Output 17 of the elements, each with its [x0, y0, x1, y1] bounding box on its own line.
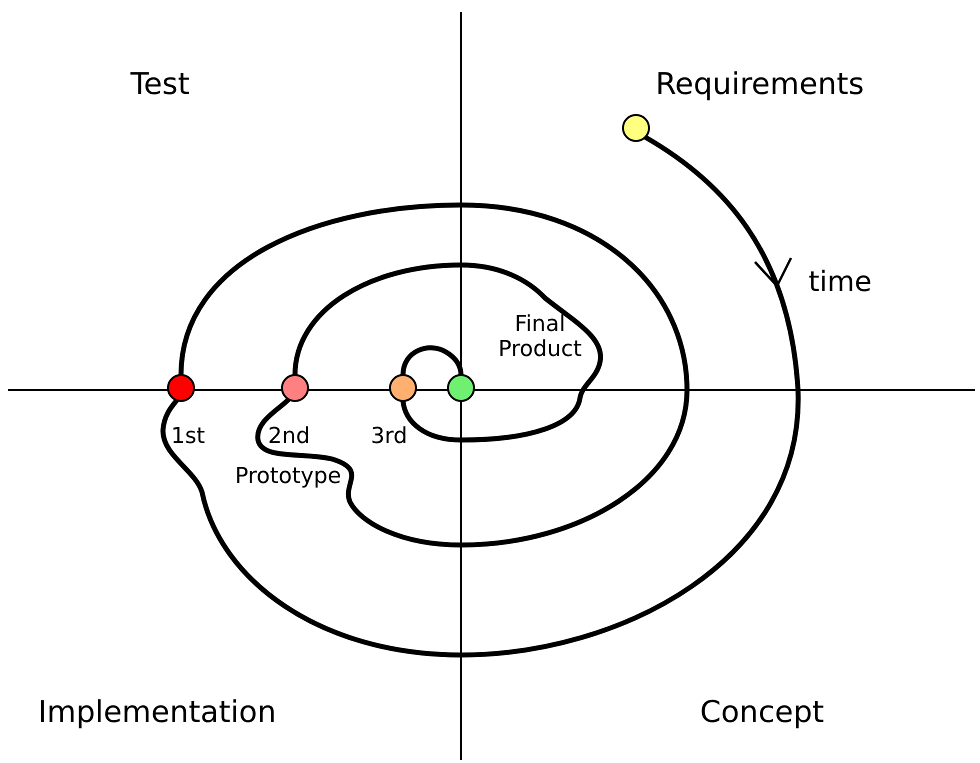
milestone-label: 2nd: [267, 424, 311, 450]
quadrant-label: Concept: [700, 696, 824, 730]
time-label: time: [808, 266, 872, 298]
milestone-label: Final Product: [497, 312, 583, 363]
milestone-circle: [621, 113, 651, 143]
quadrant-label: Requirements: [656, 68, 864, 102]
milestone-circle: [280, 373, 310, 403]
milestone-circle: [446, 373, 476, 403]
quadrant-label: Implementation: [38, 696, 276, 730]
milestone-label: 1st: [170, 424, 206, 450]
milestone-label: 3rd: [370, 424, 408, 450]
spiral-line: [292, 262, 604, 442]
quadrant-label: Test: [130, 68, 190, 102]
milestone-circle: [166, 373, 196, 403]
prototype-label: Prototype: [235, 464, 342, 489]
milestone-circle: [388, 373, 418, 403]
spiral-line: [178, 202, 690, 548]
